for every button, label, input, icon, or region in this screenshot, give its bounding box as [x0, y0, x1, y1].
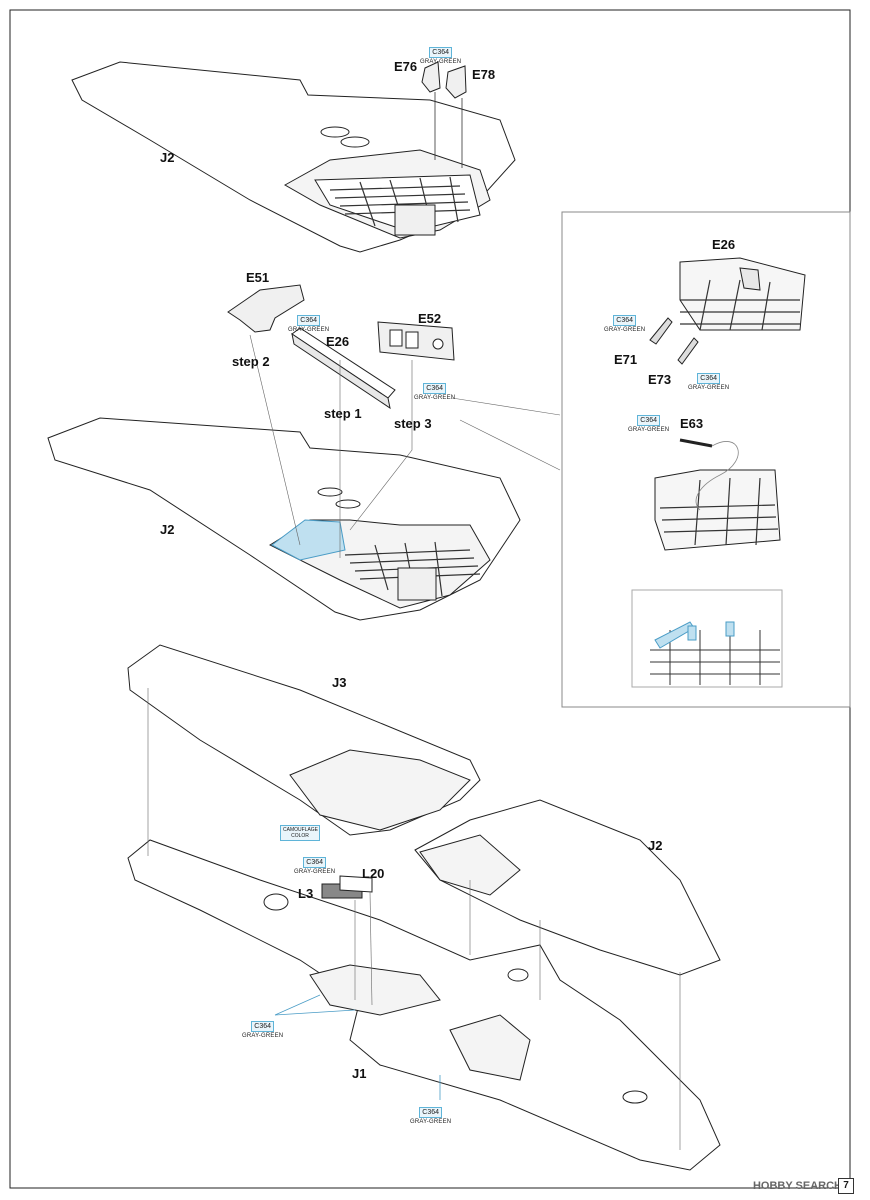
part-label-j1: J1 — [352, 1066, 367, 1081]
watermark-logo: HOBBY SEARCH — [752, 1180, 842, 1192]
color-callout-e52: C364 GRAY-GREEN — [414, 378, 455, 401]
callout-leaders — [274, 994, 441, 1100]
arrows-mid — [249, 334, 561, 558]
part-label-e73: E73 — [648, 372, 672, 387]
part-label-e26-inset: E26 — [712, 237, 736, 252]
color-callout-inset-e63: C364 GRAY-GREEN — [628, 410, 669, 433]
part-label-e26-mid: E26 — [326, 334, 350, 349]
color-name: GRAY-GREEN — [414, 395, 456, 401]
color-callout-inset-e71: C364 GRAY-GREEN — [604, 310, 645, 333]
arrows-lower — [147, 688, 681, 1150]
color-code: C364 — [251, 1021, 275, 1032]
part-label-e51: E51 — [246, 270, 270, 285]
part-label-l3: L3 — [298, 886, 314, 901]
step-label-2: step 2 — [232, 354, 270, 369]
wing-top-assembly — [71, 61, 516, 253]
color-name: GRAY-GREEN — [604, 327, 646, 333]
page-number: 7 — [838, 1178, 854, 1194]
color-code: C364 — [303, 857, 327, 868]
step-label-1: step 1 — [324, 406, 362, 421]
color-name: GRAY-GREEN — [288, 327, 330, 333]
color-code: C364 — [429, 47, 453, 58]
color-callout-e51: C364 GRAY-GREEN — [288, 310, 329, 333]
color-callout-top: C364 GRAY-GREEN — [420, 42, 461, 65]
color-code: C364 — [419, 1107, 443, 1118]
arrows-top — [434, 92, 463, 168]
lower-wing-assembly — [127, 644, 721, 1171]
part-label-l20: L20 — [362, 866, 385, 881]
part-label-j2-top: J2 — [160, 150, 175, 165]
color-name: GRAY-GREEN — [688, 385, 730, 391]
part-label-e52: E52 — [418, 311, 442, 326]
color-callout-j1-bottom: C364 GRAY-GREEN — [410, 1102, 451, 1125]
color-code: C364 — [697, 373, 721, 384]
part-label-e71: E71 — [614, 352, 638, 367]
color-name: GRAY-GREEN — [242, 1033, 284, 1039]
part-label-j3: J3 — [332, 675, 347, 690]
color-code: C364 — [613, 315, 637, 326]
color-name: GRAY-GREEN — [628, 427, 670, 433]
part-label-j2-mid: J2 — [160, 522, 175, 537]
watermark: HOBBY SEARCH — [753, 1180, 842, 1192]
color-callout-j1-left: C364 GRAY-GREEN — [242, 1016, 283, 1039]
color-code: C364 — [637, 415, 661, 426]
camouflage-callout: CAMOUFLAGE COLOR — [280, 825, 320, 841]
step-label-3: step 3 — [394, 416, 432, 431]
color-name: GRAY-GREEN — [294, 869, 336, 875]
color-code: C364 — [423, 383, 447, 394]
color-callout-l3: C364 GRAY-GREEN — [294, 852, 335, 875]
color-name: GRAY-GREEN — [420, 59, 462, 65]
part-label-e63: E63 — [680, 416, 704, 431]
color-callout-inset-e73: C364 GRAY-GREEN — [688, 368, 729, 391]
part-label-e76: E76 — [394, 59, 418, 74]
wing-mid-assembly — [47, 284, 521, 621]
color-name: GRAY-GREEN — [410, 1119, 452, 1125]
part-label-j2-right: J2 — [648, 838, 663, 853]
detail-inset-drawings — [631, 257, 806, 688]
color-code: C364 — [297, 315, 321, 326]
part-label-e78: E78 — [472, 67, 496, 82]
